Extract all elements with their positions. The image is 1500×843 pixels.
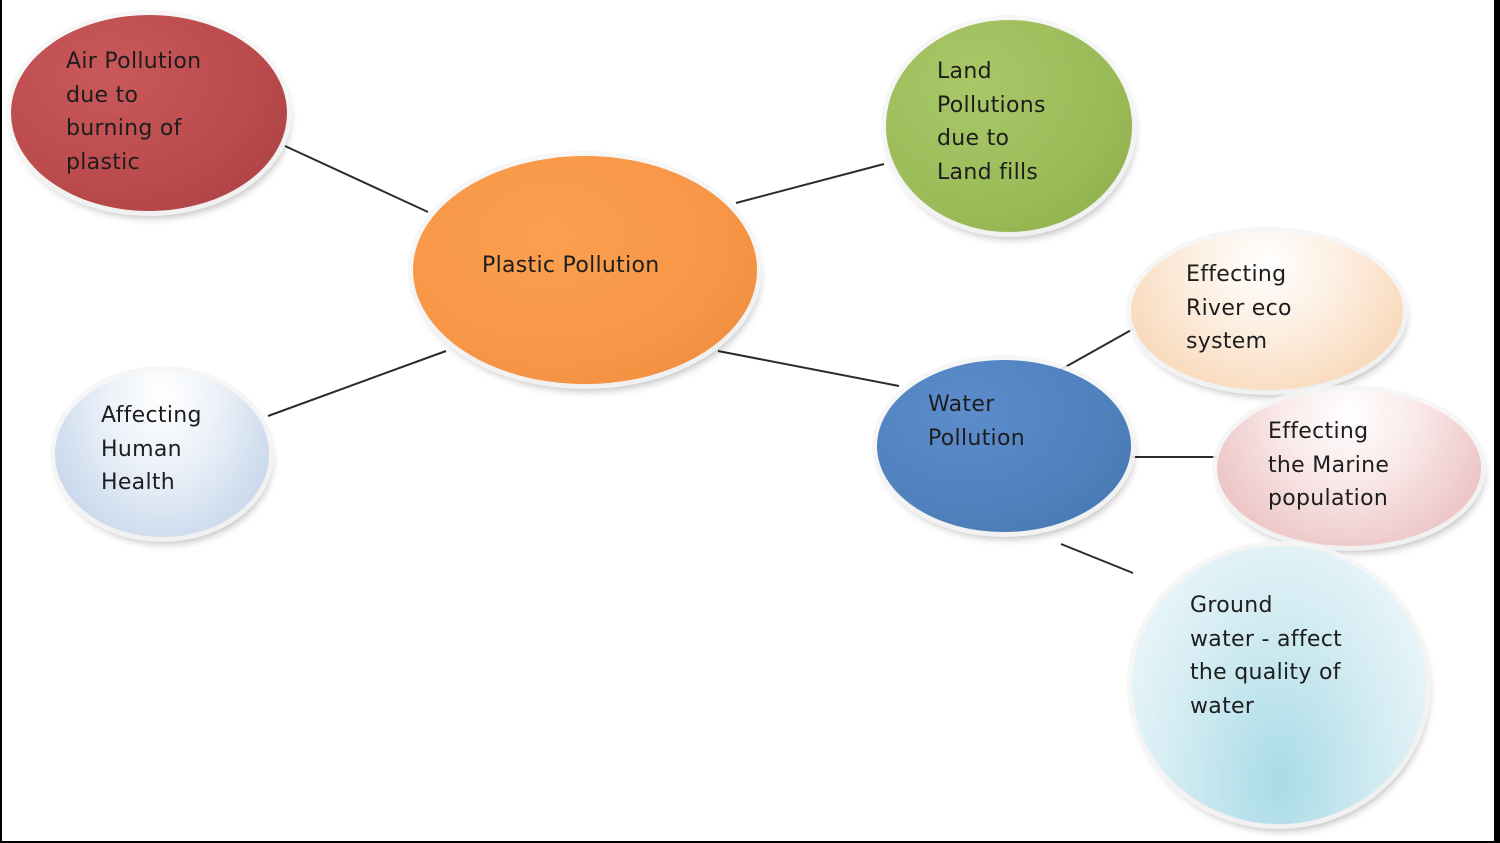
ground-water-label: Ground water - affect the quality of wat… — [1190, 593, 1343, 719]
plastic-pollution-label: Plastic Pollution — [482, 253, 660, 278]
marine-population-node — [1217, 390, 1481, 546]
human-health-node — [55, 371, 269, 537]
human-health-label: Affecting Human Health — [101, 403, 202, 495]
water-pollution-node — [877, 360, 1131, 532]
land-pollution-label: Land Pollutions due to Land fills — [937, 59, 1046, 185]
connector-plastic-land — [735, 163, 885, 204]
connector-plastic-human — [267, 350, 447, 417]
connector-plastic-air — [284, 145, 429, 213]
connector-plastic-water — [717, 350, 900, 387]
connector-water-river — [1059, 328, 1134, 371]
plastic-pollution-node — [413, 156, 757, 384]
ground-water-node — [1132, 546, 1426, 824]
connector-water-ground — [1060, 543, 1134, 574]
river-ecosystem-node — [1131, 232, 1403, 390]
air-pollution-node — [11, 15, 287, 211]
air-pollution-label: Air Pollution due to burning of plastic — [66, 49, 202, 175]
marine-population-label: Effecting the Marine population — [1268, 419, 1390, 511]
river-ecosystem-label: Effecting River eco system — [1186, 262, 1292, 354]
water-pollution-label: Water Pollution — [928, 392, 1025, 451]
land-pollution-node — [886, 20, 1132, 232]
